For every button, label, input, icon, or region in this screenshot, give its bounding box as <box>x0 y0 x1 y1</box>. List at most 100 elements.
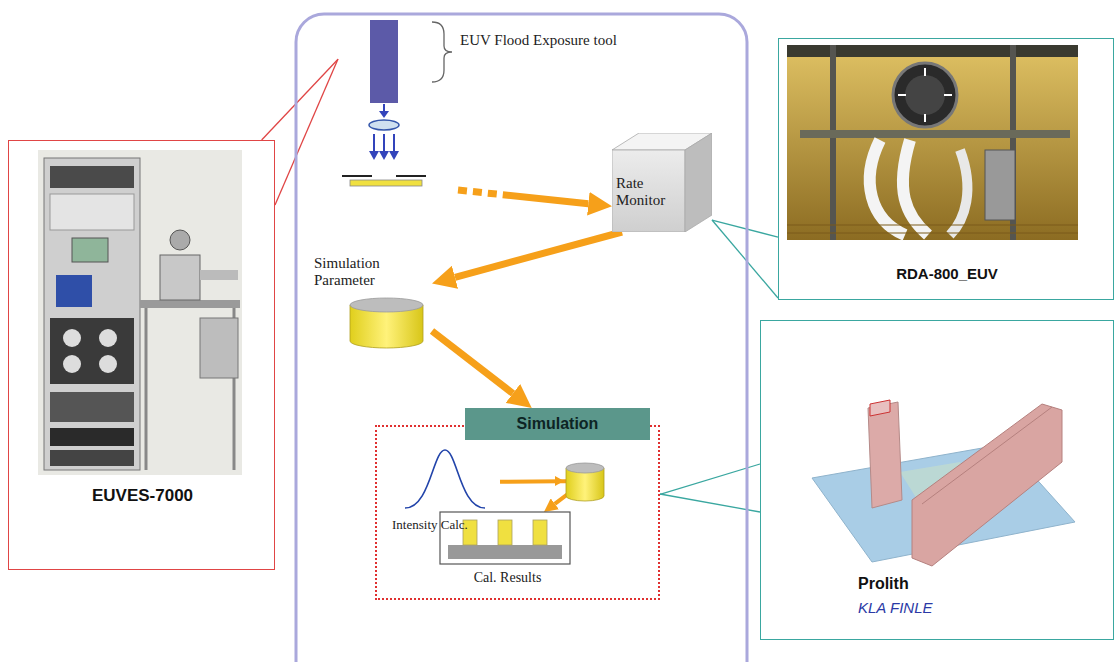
small-cylinder <box>555 463 604 501</box>
euves-photo <box>145 308 148 470</box>
intensity-step: Intensity Calc. <box>390 445 500 537</box>
text-slot: RDA-800_EUV <box>779 265 1115 282</box>
parameter-cylinder: Simulation Parameter <box>312 255 432 350</box>
flow-arrow <box>432 331 513 393</box>
euves-photo <box>72 238 108 262</box>
text-slot: Intensity Calc. <box>392 517 468 533</box>
exposure-tool-symbol <box>396 175 426 177</box>
monitor-label: Rate Monitor <box>616 175 665 208</box>
rda-photo <box>924 114 926 122</box>
euves-photo <box>50 392 134 422</box>
callout-line <box>262 59 338 140</box>
result-profile <box>448 545 562 559</box>
euves-photo <box>50 428 134 446</box>
step-label: Intensity Calc. <box>392 517 468 532</box>
text-slot: EUVES-7000 <box>9 486 276 506</box>
callout-line <box>660 494 760 512</box>
callout-line <box>712 220 778 298</box>
text-slot: Simulation Parameter <box>314 255 406 289</box>
euves-photo <box>63 329 81 347</box>
gaussian-curve <box>405 450 485 508</box>
rda-photo <box>924 68 926 76</box>
exposure-tool-symbol <box>370 20 398 103</box>
flow-arrow <box>455 232 622 277</box>
rda-photo <box>944 94 952 96</box>
exposure-tool-symbol <box>373 134 375 152</box>
software-vendor: KLA FINLE <box>858 599 932 616</box>
euves-photo <box>50 318 134 384</box>
result-profile <box>533 520 547 545</box>
rate-monitor-cube: Rate Monitor <box>612 133 712 232</box>
prolith-render <box>922 407 1052 504</box>
exposure-tool: EUV Flood Exposure tool <box>338 18 638 190</box>
exposure-tool-symbol <box>342 20 452 186</box>
exposure-tool-symbol <box>350 180 422 186</box>
euves-photo <box>200 270 238 280</box>
rda-photo <box>893 63 957 127</box>
rda-photo <box>903 140 928 235</box>
callout-box: ProlithKLA FINLE <box>760 320 1114 640</box>
rda-photo <box>787 233 1078 234</box>
exposure-tool-symbol <box>383 134 385 152</box>
text-slot: KLA FINLE <box>858 599 932 616</box>
euves-photo <box>50 194 134 230</box>
rda-photo <box>985 150 1015 220</box>
rda-photo <box>830 45 836 240</box>
rda-photo <box>950 150 967 235</box>
euves-photo <box>200 318 238 378</box>
text-slot: Simulation <box>465 408 650 440</box>
prolith-render <box>812 400 1075 566</box>
text-slot: Rate Monitor <box>616 175 678 209</box>
prolith-render <box>868 402 902 508</box>
exposure-tool-symbol <box>432 22 452 82</box>
step-label: Cal. Results <box>474 570 542 585</box>
text-slot: Cal. Results <box>440 570 575 586</box>
rda-photo <box>905 75 945 115</box>
euves-photo <box>50 166 134 188</box>
euves-photo <box>50 450 134 466</box>
text-slot: EUV Flood Exposure tool <box>460 32 617 49</box>
callout-box: RDA-800_EUV <box>778 38 1114 300</box>
cube-side <box>685 133 712 232</box>
small-cylinder <box>566 463 604 473</box>
prolith-render <box>870 400 890 416</box>
exposure-tool-symbol <box>393 134 395 152</box>
euves-photo <box>38 150 242 475</box>
rda-photo <box>787 225 1078 226</box>
text-slot: Prolith <box>858 575 909 593</box>
exposure-tool-symbol <box>389 151 399 160</box>
callout-box: EUVES-7000 <box>8 140 275 570</box>
equipment-label: EUVES-7000 <box>92 486 193 505</box>
rda-photo <box>787 45 1078 240</box>
exposure-tool-symbol <box>369 120 399 130</box>
simulation-header: Simulation <box>517 415 599 433</box>
cylinder-top <box>350 298 423 312</box>
exposure-tool-symbol <box>379 151 389 160</box>
prolith-render <box>912 404 1062 566</box>
euves-photo <box>38 150 242 475</box>
callout-line <box>712 220 778 237</box>
small-cylinder <box>555 476 564 486</box>
parameter-label: Simulation Parameter <box>314 255 380 288</box>
simulation-box: Intensity Calc. Cal. Results Simulation <box>375 408 660 600</box>
rda-photo <box>898 94 906 96</box>
result-profile <box>498 520 512 545</box>
euves-photo <box>99 329 117 347</box>
equipment-label: RDA-800_EUV <box>896 265 998 282</box>
euves-photo <box>170 230 190 250</box>
euves-photo <box>99 355 117 373</box>
euves-photo <box>140 300 240 308</box>
tool-label: EUV Flood Exposure tool <box>460 32 617 48</box>
euves-photo <box>160 255 200 300</box>
callout-line <box>660 464 760 494</box>
software-name: Prolith <box>858 575 909 592</box>
system-frame <box>296 14 747 662</box>
callout-wedge <box>275 59 778 512</box>
exposure-tool-symbol <box>369 151 379 160</box>
flow-arrow <box>458 190 588 204</box>
callout-line <box>275 59 338 205</box>
euves-photo <box>63 355 81 373</box>
